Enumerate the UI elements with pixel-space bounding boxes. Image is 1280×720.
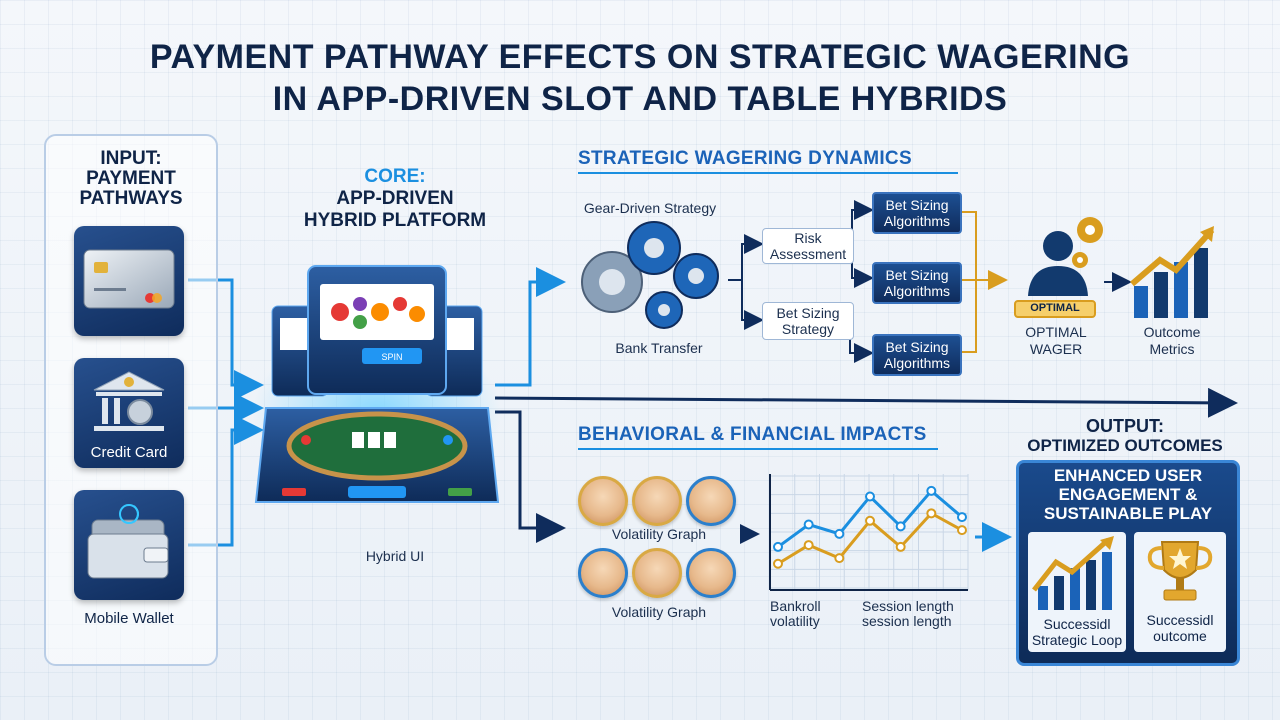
volatility-chart — [769, 474, 969, 591]
axis-session-line1: Session length — [862, 598, 954, 614]
core-heading-line1: CORE: — [364, 166, 426, 187]
payment-tile-wallet[interactable] — [74, 490, 184, 600]
credit-card-icon — [83, 249, 175, 309]
series-2-point — [926, 508, 937, 519]
outcome-metrics-line1: Outcome — [1143, 324, 1201, 340]
mobile-wallet-label: Mobile Wallet — [84, 610, 174, 627]
series-1-point — [957, 512, 967, 523]
series-2-point — [895, 541, 906, 552]
person-gear-icon — [1028, 217, 1103, 296]
series-2-point — [865, 515, 875, 526]
output-box-line3: SUSTAINABLE PLAY — [1043, 504, 1213, 523]
input-heading-line2: PAYMENT — [86, 168, 176, 189]
bank-icon — [93, 371, 165, 431]
risk-assessment-box: Risk Assessment — [762, 228, 854, 264]
user-avatar-3 — [686, 476, 736, 526]
behavioral-underline — [578, 448, 938, 450]
volatility-graph-label-2: Volatility Graph — [611, 604, 707, 620]
series-1-point — [926, 485, 937, 496]
series-2-point — [834, 553, 845, 564]
series-2-point — [957, 525, 967, 536]
gear-strategy-label: Gear-Driven Strategy — [583, 200, 717, 216]
user-avatar-6 — [686, 548, 736, 598]
optimal-wager-line2: WAGER — [1029, 341, 1083, 357]
output-box-line1: ENHANCED USER — [1053, 466, 1203, 485]
user-avatar-2 — [632, 476, 682, 526]
page-title-line2: IN APP-DRIVEN SLOT AND TABLE HYBRIDS — [272, 80, 1008, 118]
input-heading-line1: INPUT: — [100, 148, 162, 169]
user-avatar-4 — [578, 548, 628, 598]
series-1-point — [865, 491, 875, 502]
successful-outcome-line2: outcome — [1153, 628, 1207, 644]
user-avatar-1 — [578, 476, 628, 526]
bet-sizing-strategy-box: Bet Sizing Strategy — [762, 302, 854, 340]
optimal-wager-line1: OPTIMAL — [1025, 324, 1087, 340]
output-heading-line2: OPTIMIZED OUTCOMES — [1027, 436, 1223, 455]
series-1-point — [803, 519, 814, 530]
strategic-loop-panel: Successidl Strategic Loop — [1028, 532, 1126, 652]
strategic-underline — [578, 172, 958, 174]
behavioral-heading: BEHAVIORAL & FINANCIAL IMPACTS — [578, 424, 927, 445]
payment-tile-card[interactable] — [74, 226, 184, 336]
successful-outcome-line1: Successidl — [1146, 612, 1214, 628]
bet-sizing-algorithms-box-1: Bet Sizing Algorithms — [872, 192, 962, 234]
slot-spin-label: SPIN — [381, 352, 402, 362]
successful-outcome-panel: Successidl outcome — [1134, 532, 1226, 652]
series-2-point — [773, 558, 783, 569]
optimal-badge: OPTIMAL — [1014, 300, 1096, 318]
core-heading-line3: HYBRID PLATFORM — [303, 210, 487, 231]
rising-bars-icon — [1130, 226, 1215, 318]
gears-icon — [581, 221, 719, 329]
output-box-line2: ENGAGEMENT & — [1058, 485, 1198, 504]
axis-bankroll-line1: Bankroll — [770, 598, 821, 614]
page-title-line1: PAYMENT PATHWAY EFFECTS ON STRATEGIC WAG… — [149, 38, 1131, 76]
payment-tile-bank[interactable]: Credit Card — [74, 358, 184, 468]
volatility-graph-label-1: Volatility Graph — [611, 526, 707, 542]
bet-sizing-algorithms-box-2: Bet Sizing Algorithms — [872, 262, 962, 304]
output-heading-line1: OUTPUT: — [1086, 416, 1164, 436]
core-heading-line2: APP-DRIVEN — [336, 188, 454, 209]
trophy-icon — [1147, 541, 1213, 601]
axis-bankroll-line2: volatility — [770, 613, 820, 629]
series-1-point — [834, 528, 845, 539]
user-avatar-5 — [632, 548, 682, 598]
series-1-point — [895, 521, 906, 532]
strategic-loop-line1: Successidl — [1043, 616, 1111, 632]
bank-transfer-label: Bank Transfer — [615, 340, 703, 356]
input-heading-line3: PATHWAYS — [79, 188, 183, 209]
axis-session-line2: session length — [862, 613, 952, 629]
credit-card-label: Credit Card — [90, 444, 168, 461]
hybrid-platform-device: SPIN — [252, 265, 502, 503]
outcome-metrics-line2: Metrics — [1149, 341, 1195, 357]
hybrid-ui-caption: Hybrid UI — [365, 548, 425, 564]
series-1-point — [773, 541, 783, 552]
strategic-loop-line2: Strategic Loop — [1031, 632, 1123, 648]
growth-chart-icon — [1032, 536, 1114, 610]
strategic-heading: STRATEGIC WAGERING DYNAMICS — [578, 148, 912, 169]
bet-sizing-algorithms-box-3: Bet Sizing Algorithms — [872, 334, 962, 376]
mobile-wallet-icon — [87, 504, 169, 579]
series-2-point — [803, 540, 814, 551]
